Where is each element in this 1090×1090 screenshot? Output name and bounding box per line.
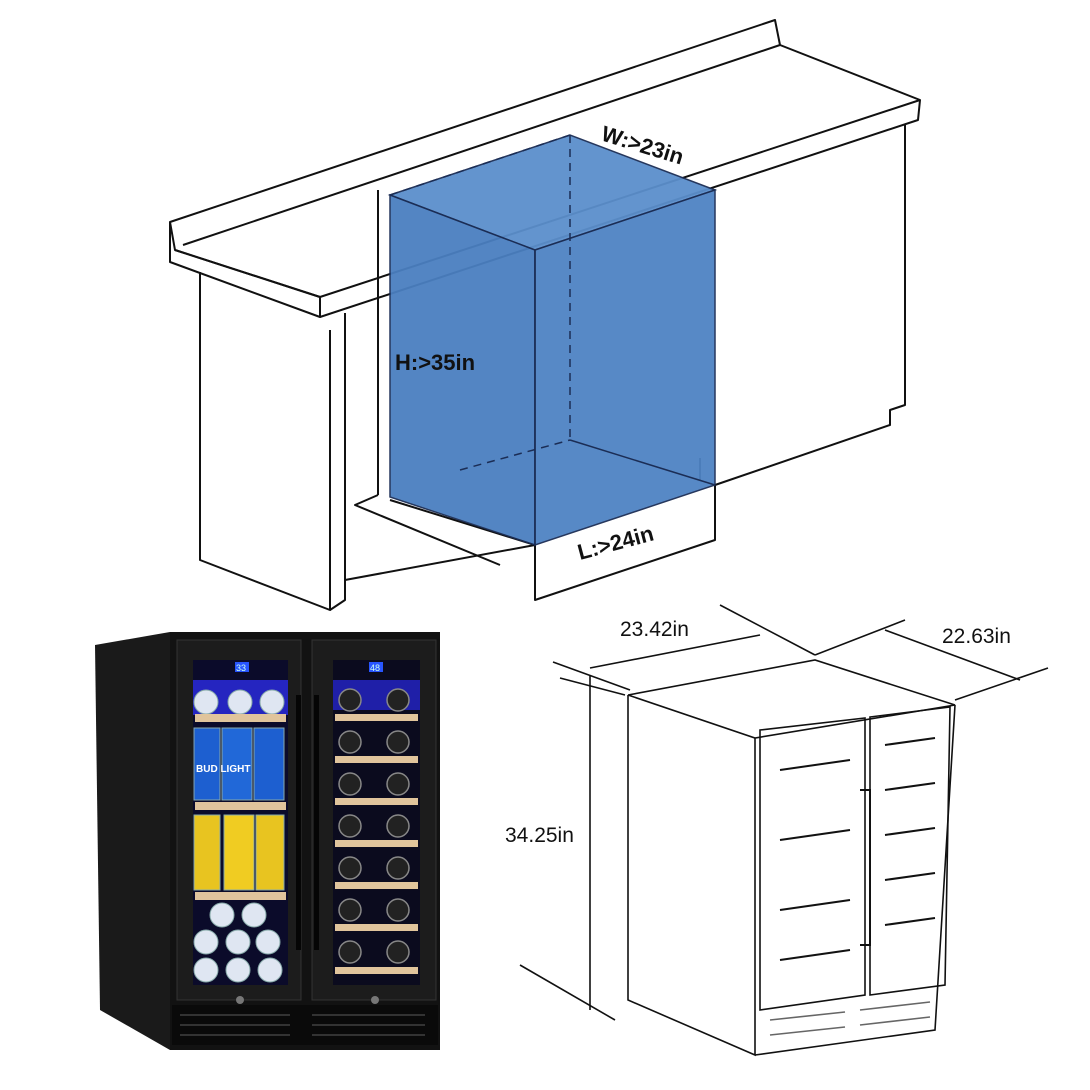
right-zone-temp-display: 48 bbox=[370, 663, 380, 673]
wine-bottles bbox=[338, 688, 410, 964]
left-zone-temp-display: 33 bbox=[236, 663, 246, 673]
product-height-label: 34.25in bbox=[505, 824, 574, 847]
install-height-label: H:>35in bbox=[395, 350, 475, 375]
fridge-line-drawing bbox=[519, 604, 1049, 1057]
fridge-photo: BUD LIGHT 33 48 bbox=[95, 632, 440, 1050]
cutout-volume bbox=[387, 134, 718, 547]
right-door-handle bbox=[314, 695, 319, 950]
product-width-label: 23.42in bbox=[620, 618, 689, 641]
beer-cans bbox=[193, 689, 285, 983]
product-depth-label: 22.63in bbox=[942, 625, 1011, 648]
can-brand-label: BUD LIGHT bbox=[196, 764, 250, 775]
left-door-handle bbox=[296, 695, 301, 950]
